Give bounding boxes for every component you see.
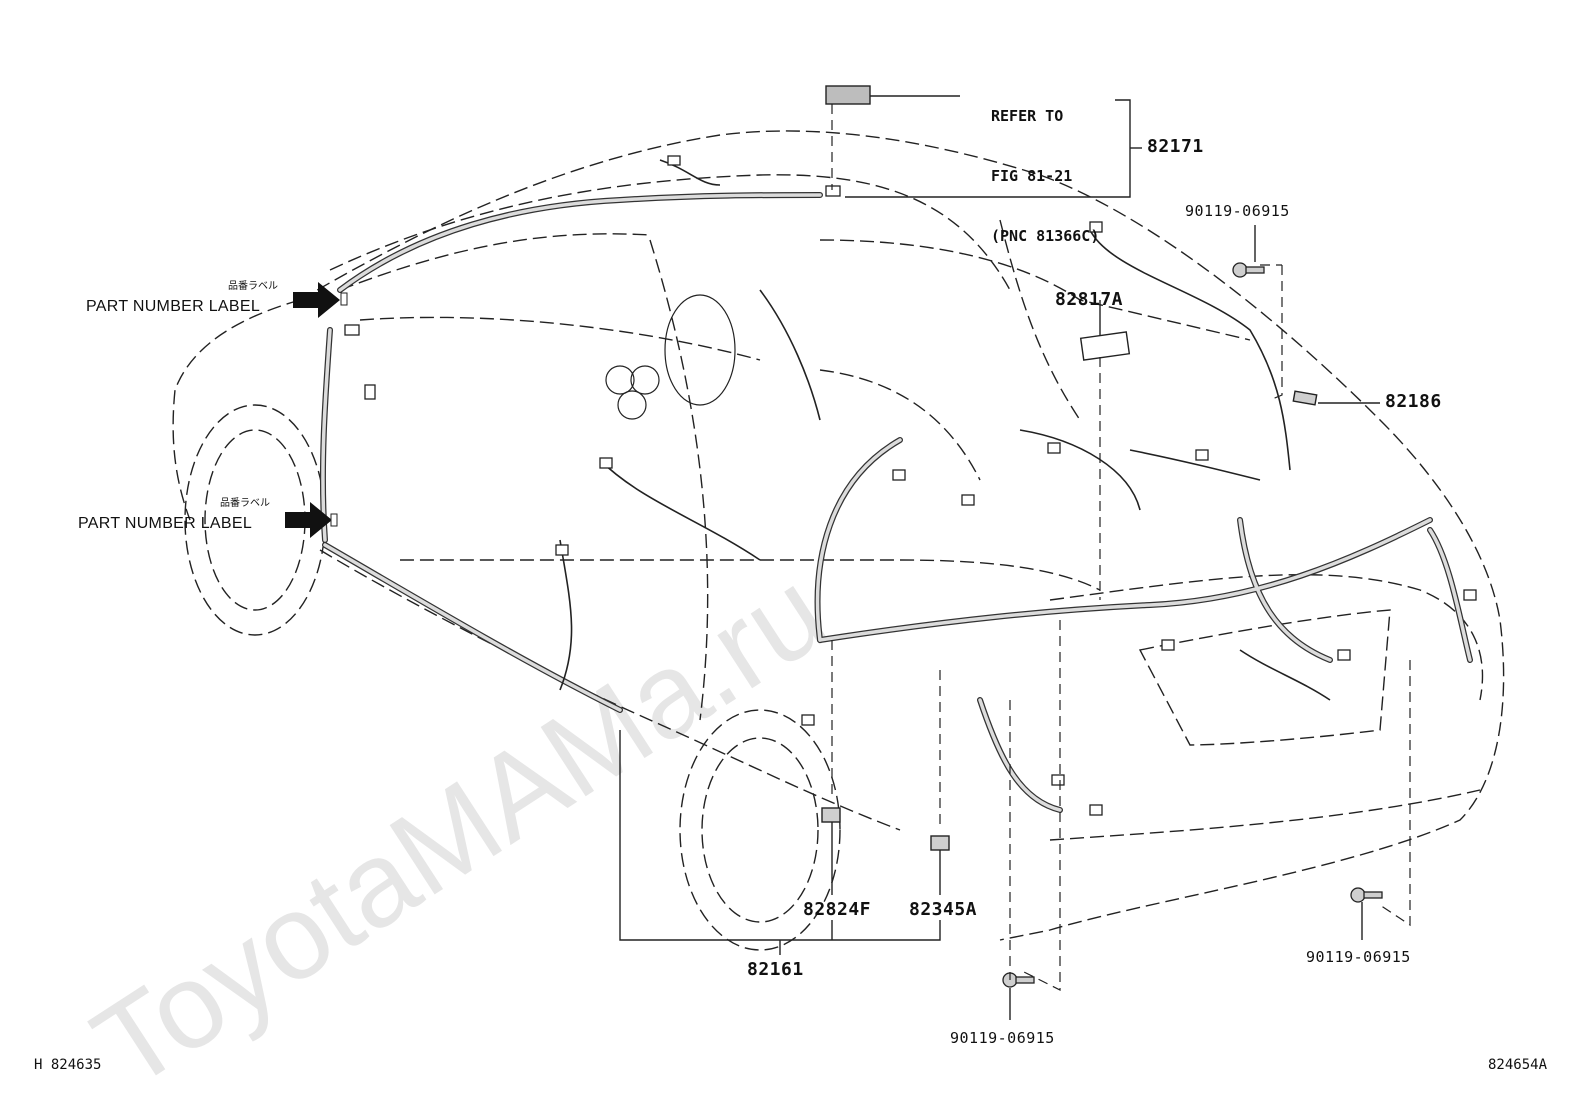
refer-line-3: (PNC 81366C) bbox=[991, 227, 1100, 245]
roof-harness bbox=[337, 192, 823, 293]
footer-right-code: 824654A bbox=[1488, 1057, 1548, 1073]
part-82161: 82161 bbox=[747, 959, 804, 980]
floor-line bbox=[400, 559, 1101, 591]
body-outline bbox=[299, 130, 1505, 941]
rear-bumper bbox=[1049, 789, 1481, 841]
b-pillar bbox=[649, 239, 709, 721]
part-82186: 82186 bbox=[1385, 391, 1442, 412]
part-number-label-lower: PART NUMBER LABEL bbox=[78, 515, 253, 532]
clip-82824f bbox=[821, 807, 841, 823]
refer-line-2: FIG 81-21 bbox=[991, 167, 1073, 185]
label-82817a bbox=[1079, 331, 1131, 361]
gauge-2 bbox=[630, 365, 660, 395]
refer-line-1: REFER TO bbox=[991, 107, 1064, 125]
bolt-label-top-right: 90119-06915 bbox=[1185, 202, 1290, 220]
rear-harness bbox=[817, 517, 1433, 643]
steering-wheel bbox=[664, 294, 736, 406]
junction-block-81366c bbox=[825, 85, 871, 105]
clip-82345a bbox=[930, 835, 950, 851]
center-harness bbox=[814, 437, 903, 643]
seat-back bbox=[819, 369, 981, 481]
part-number-label-jp-upper: 品番ラベル bbox=[228, 281, 278, 292]
part-number-label-upper: PART NUMBER LABEL bbox=[86, 298, 261, 315]
connector-82186 bbox=[1292, 390, 1318, 406]
lower-harness bbox=[977, 697, 1063, 813]
gauge-3 bbox=[617, 390, 647, 420]
part-number-label-jp-lower: 品番ラベル bbox=[220, 498, 270, 509]
footer-left-code: H 824635 bbox=[34, 1057, 102, 1073]
gauge-1 bbox=[605, 365, 635, 395]
c-pillar bbox=[999, 219, 1081, 421]
bracket-82161 bbox=[619, 730, 941, 941]
rear-wheel-inner bbox=[701, 737, 819, 923]
part-82345a: 82345A bbox=[909, 899, 978, 920]
roof-line bbox=[329, 174, 1011, 291]
rear-glass bbox=[819, 239, 1251, 341]
part-82824f: 82824F bbox=[803, 899, 872, 920]
bolt-label-bottom-center: 90119-06915 bbox=[950, 1029, 1055, 1047]
rear-deck bbox=[1049, 574, 1484, 701]
part-82171: 82171 bbox=[1147, 136, 1204, 157]
window-line bbox=[339, 233, 651, 291]
bolt-label-bottom-right: 90119-06915 bbox=[1306, 948, 1411, 966]
side-sill bbox=[319, 549, 901, 831]
arrow-icon-lower bbox=[285, 502, 332, 538]
part-82817a: 82817A bbox=[1055, 289, 1124, 310]
rear-wheel-outer bbox=[679, 709, 841, 951]
trunk-lid bbox=[1138, 609, 1391, 746]
dash-line bbox=[359, 316, 761, 361]
front-hood bbox=[172, 299, 301, 521]
arrow-icon-upper bbox=[293, 282, 340, 318]
refer-note: REFER TO FIG 81-21 (PNC 81366C) bbox=[991, 66, 1099, 286]
